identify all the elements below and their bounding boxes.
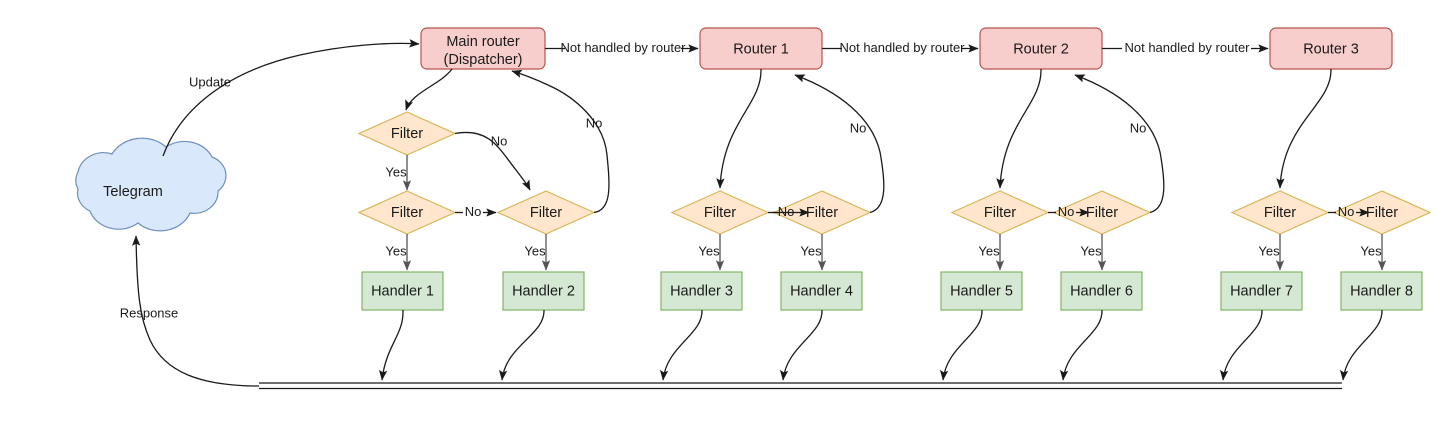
handler-1-label: Handler 1 bbox=[371, 283, 434, 299]
handler-7-label: Handler 7 bbox=[1230, 283, 1293, 299]
handler-8-label: Handler 8 bbox=[1350, 283, 1413, 299]
edge-label-not-handled-3: Not handled by router bbox=[1124, 40, 1250, 55]
edge-label-no-d1: No bbox=[1338, 204, 1355, 219]
filter-1-node[interactable]: Filter bbox=[357, 190, 457, 235]
filter-6-label: Filter bbox=[1086, 205, 1118, 221]
edge-label-no-c1: No bbox=[1058, 204, 1075, 219]
telegram-cloud: Telegram bbox=[75, 137, 227, 232]
handler-7-box[interactable] bbox=[1220, 271, 1303, 311]
edge-label-no-top: No bbox=[491, 133, 508, 148]
handler-2-label: Handler 2 bbox=[512, 283, 575, 299]
handler-3-label: Handler 3 bbox=[670, 283, 733, 299]
handler-3-node[interactable]: Handler 3 bbox=[660, 271, 743, 311]
edge-filter-a-no bbox=[454, 131, 531, 191]
edge-handler-8-to-bar bbox=[1339, 309, 1383, 381]
handler-2-node[interactable]: Handler 2 bbox=[502, 271, 585, 311]
cloud-label: Telegram bbox=[103, 184, 163, 200]
edge-label-yes-6: Yes bbox=[1080, 243, 1102, 258]
edge-label-update: Update bbox=[189, 74, 231, 89]
edge-label-not-handled-1: Not handled by router bbox=[560, 40, 686, 55]
handler-8-node[interactable]: Handler 8 bbox=[1340, 271, 1423, 311]
filter-5-label: Filter bbox=[984, 205, 1016, 221]
handler-4-box[interactable] bbox=[780, 271, 863, 311]
response-collector-bar bbox=[259, 382, 1342, 390]
edge-label-yes-1: Yes bbox=[385, 243, 407, 258]
handler-2-box[interactable] bbox=[502, 271, 585, 311]
filter-5-node[interactable]: Filter bbox=[950, 190, 1050, 235]
edge-router1-to-filter-3 bbox=[716, 68, 762, 189]
handler-3-box[interactable] bbox=[660, 271, 743, 311]
handler-4-node[interactable]: Handler 4 bbox=[780, 271, 863, 311]
filter-1-label: Filter bbox=[391, 205, 423, 221]
edge-label-yes-top: Yes bbox=[385, 164, 407, 179]
handler-8-box[interactable] bbox=[1340, 271, 1423, 311]
handler-6-box[interactable] bbox=[1060, 271, 1143, 311]
edge-handler-7-to-bar bbox=[1219, 309, 1263, 381]
edge-f2-no-back-main bbox=[511, 69, 610, 214]
edge-handler-6-to-bar bbox=[1059, 309, 1103, 381]
handler-5-node[interactable]: Handler 5 bbox=[940, 271, 1023, 311]
edge-response bbox=[132, 235, 260, 387]
filter-3-node[interactable]: Filter bbox=[670, 190, 770, 235]
handler-6-node[interactable]: Handler 6 bbox=[1060, 271, 1143, 311]
edge-label-yes-8: Yes bbox=[1360, 243, 1382, 258]
edge-label-yes-7: Yes bbox=[1258, 243, 1280, 258]
main-router-node[interactable]: Main router (Dispatcher) bbox=[420, 27, 546, 70]
router-1-node[interactable]: Router 1 bbox=[699, 27, 823, 70]
edge-main-to-filter-a bbox=[405, 68, 453, 111]
router-1-label: Router 1 bbox=[733, 41, 789, 57]
edge-label-not-handled-2: Not handled by router bbox=[839, 40, 965, 55]
edge-label-no-a1: No bbox=[465, 204, 482, 219]
filter-2-node[interactable]: Filter bbox=[496, 190, 596, 235]
filter-a-label: Filter bbox=[391, 126, 423, 142]
handler-4-label: Handler 4 bbox=[790, 283, 853, 299]
filter-4-label: Filter bbox=[806, 205, 838, 221]
edge-f4-no-back-router1 bbox=[794, 74, 885, 214]
edge-label-response: Response bbox=[120, 305, 179, 320]
edge-update bbox=[162, 39, 420, 157]
router-3-label: Router 3 bbox=[1303, 41, 1359, 57]
edge-label-yes-4: Yes bbox=[800, 243, 822, 258]
handler-7-node[interactable]: Handler 7 bbox=[1220, 271, 1303, 311]
edge-label-no-back-main: No bbox=[586, 115, 603, 130]
filter-7-node[interactable]: Filter bbox=[1230, 190, 1330, 235]
handler-6-label: Handler 6 bbox=[1070, 283, 1133, 299]
edge-label-no-back-1: No bbox=[850, 120, 867, 135]
edge-router2-to-filter-5 bbox=[996, 68, 1042, 189]
handler-5-box[interactable] bbox=[940, 271, 1023, 311]
router-3-node[interactable]: Router 3 bbox=[1269, 27, 1393, 70]
main-router-label-line2: (Dispatcher) bbox=[444, 52, 523, 68]
edge-handler-2-to-bar bbox=[498, 309, 545, 381]
filter-3-label: Filter bbox=[704, 205, 736, 221]
handler-1-box[interactable] bbox=[361, 271, 444, 311]
edge-f6-no-back-router2 bbox=[1074, 74, 1165, 214]
edge-label-yes-5: Yes bbox=[978, 243, 1000, 258]
filter-2-label: Filter bbox=[530, 205, 562, 221]
edge-label-no-b1: No bbox=[778, 204, 795, 219]
edge-handler-3-to-bar bbox=[659, 309, 703, 381]
handler-5-label: Handler 5 bbox=[950, 283, 1013, 299]
edge-handler-1-to-bar bbox=[378, 309, 404, 381]
router-2-label: Router 2 bbox=[1013, 41, 1069, 57]
edge-handler-5-to-bar bbox=[939, 309, 983, 381]
edge-label-yes-2: Yes bbox=[524, 243, 546, 258]
handler-1-node[interactable]: Handler 1 bbox=[361, 271, 444, 311]
edge-handler-4-to-bar bbox=[779, 309, 823, 381]
edge-router3-to-filter-7 bbox=[1276, 68, 1332, 189]
filter-a-node[interactable]: Filter bbox=[357, 111, 457, 156]
filter-8-label: Filter bbox=[1366, 205, 1398, 221]
edge-label-no-back-2: No bbox=[1130, 120, 1147, 135]
edge-label-yes-3: Yes bbox=[698, 243, 720, 258]
filter-7-label: Filter bbox=[1264, 205, 1296, 221]
main-router-label-line1: Main router bbox=[446, 34, 520, 50]
router-2-node[interactable]: Router 2 bbox=[979, 27, 1103, 70]
